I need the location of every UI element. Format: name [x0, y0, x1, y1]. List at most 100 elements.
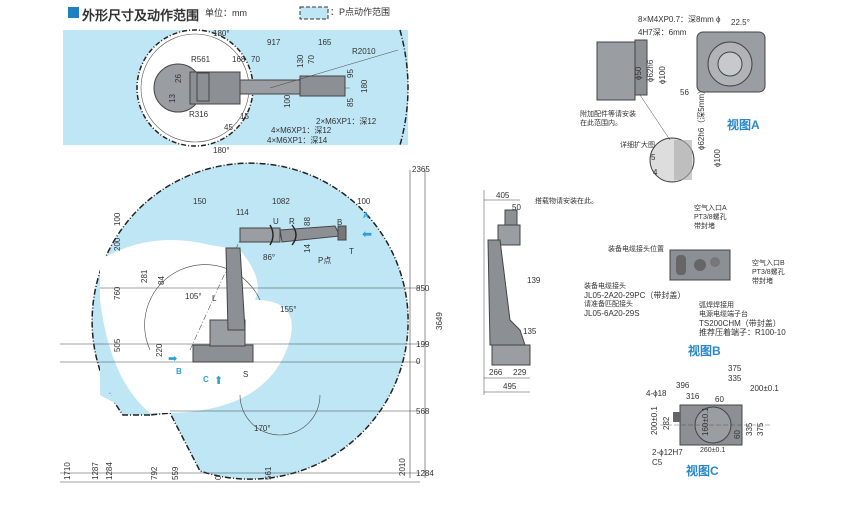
title-square-icon — [68, 7, 79, 18]
axis-s: S — [243, 370, 249, 379]
arrow-b-icon: ➡ — [168, 353, 177, 365]
angle: 170° — [254, 424, 271, 433]
note: 4×M6XP1：深12 — [271, 126, 332, 135]
legend-swatch — [299, 6, 329, 20]
dim: 2365 — [412, 165, 430, 174]
dim: 180 — [360, 79, 369, 93]
dim: 561 — [264, 466, 273, 480]
dim: 760 — [113, 286, 122, 300]
note: 装备电缆接头 — [584, 283, 626, 290]
dim: 1710 — [63, 462, 72, 480]
dim: 50 — [512, 203, 521, 212]
note: 详细扩大图 — [620, 142, 655, 149]
arrow-c-icon: ⬆ — [214, 375, 223, 387]
dim: 60 — [733, 430, 742, 439]
dim: 559 — [171, 466, 180, 480]
note: 4×M6XP1：深14 — [267, 136, 328, 145]
note: TS200CHM（带封盖） — [699, 319, 781, 328]
note: 2×M6XP1：深12 — [316, 117, 377, 126]
note: 请准备匹配接头 — [584, 301, 633, 308]
dim: 260±0.1 — [700, 447, 726, 454]
dim: 4 — [653, 168, 658, 177]
legend-label: ：P点动作范围 — [330, 7, 391, 17]
dim: 70 — [251, 55, 260, 64]
axis-b: B — [337, 218, 343, 227]
dim: 282 — [662, 416, 671, 430]
dim: 139 — [527, 276, 541, 285]
note: PT3/8螺孔 — [694, 214, 727, 221]
dim: 2-ϕ12H7 — [652, 448, 683, 457]
axis-l: L — [212, 294, 217, 303]
dim: 0 — [214, 475, 223, 480]
dim: 13 — [168, 94, 177, 103]
dim: 1284 — [105, 462, 114, 480]
dim: 4-ϕ18 — [646, 389, 667, 398]
axis-u: U — [273, 217, 279, 226]
axis-r: R — [289, 217, 295, 226]
dim: 168 — [232, 55, 246, 64]
view-b-label: 视图B — [688, 344, 721, 358]
dim: 266 — [489, 368, 503, 377]
angle: 86° — [263, 253, 276, 262]
note: PT3/8螺孔 — [752, 269, 785, 276]
dim: 405 — [496, 191, 510, 200]
dim: R2010 — [352, 47, 376, 56]
dim: ϕ50 — [634, 66, 643, 80]
dim: 100 — [283, 94, 292, 108]
top-view — [63, 29, 409, 147]
dim: 88 — [303, 217, 312, 226]
dim: 200±0.1 — [650, 406, 659, 435]
dim: 14 — [303, 244, 312, 253]
dim: 2010 — [398, 458, 407, 476]
dim: 335 — [728, 374, 742, 383]
dim: 505 — [113, 338, 122, 352]
note: 空气入口A — [694, 205, 727, 212]
dim: 1284 — [416, 469, 434, 478]
dim: 130 — [296, 54, 305, 68]
view-b-drawing — [669, 249, 731, 281]
angle: 155° — [280, 305, 297, 314]
dim: 180° — [213, 146, 230, 155]
dim: 100 — [357, 197, 371, 206]
dim: ϕ100 — [713, 149, 722, 167]
dim: 0 — [416, 357, 421, 366]
page-title: 外形尺寸及动作范围 — [82, 8, 200, 23]
dim: ϕ62h6（深5mm） — [697, 85, 706, 150]
dim: 84 — [157, 276, 166, 285]
view-a-drawing — [596, 31, 766, 183]
axis-t: T — [349, 247, 354, 256]
dim: 281 — [140, 269, 149, 283]
side-view: ⬅ ➡ ⬆ — [60, 162, 426, 483]
dim: 917 — [267, 38, 281, 47]
note: JL05-6A20-29S — [584, 309, 640, 318]
dim: 70 — [307, 55, 316, 64]
note: 搭载物请安装在此。 — [535, 198, 598, 205]
dim: 220 — [155, 343, 164, 357]
view-a-label: 视图A — [727, 118, 760, 132]
dim: ϕ62h6 — [646, 59, 655, 82]
note: 弧焊焊接用 — [699, 302, 734, 309]
dim: 180° — [213, 29, 230, 38]
note: 带封堵 — [752, 278, 773, 285]
unit-label: 单位：mm — [205, 8, 247, 18]
dim: 85 — [346, 98, 355, 107]
note: JL05-2A20-29PC（带封盖） — [584, 291, 686, 300]
p-point-label: P点 — [318, 256, 332, 265]
dim: 56 — [680, 88, 689, 97]
view-c-arrow-label: C — [203, 375, 209, 384]
dim: 229 — [513, 368, 527, 377]
dim: 100 — [113, 212, 122, 226]
dim: R316 — [189, 110, 209, 119]
note: 8×M4XP0.7：深8mm ϕ — [638, 15, 721, 24]
dim: 26 — [174, 74, 183, 83]
dim: 135 — [523, 327, 537, 336]
dim: 200 — [113, 237, 122, 251]
side-elevation — [483, 190, 531, 395]
dim: 15 — [240, 112, 249, 121]
note: 附加配件等请安装在此范围内。 — [580, 111, 636, 127]
dim: 375 — [756, 422, 765, 436]
dim: 114 — [236, 208, 249, 217]
dim: 375 — [728, 364, 742, 373]
view-b-arrow-label: B — [176, 367, 182, 376]
